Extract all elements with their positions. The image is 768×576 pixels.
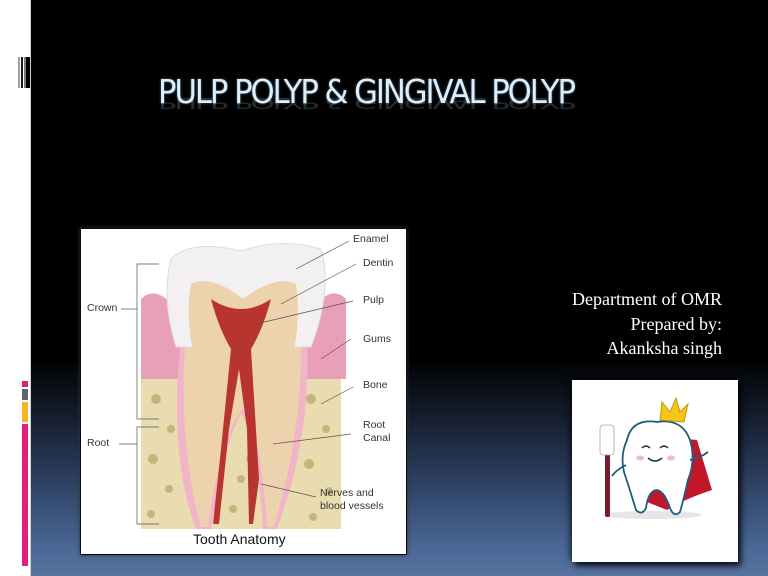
slide-edge-divider [30, 0, 31, 576]
label-root: Root [87, 437, 110, 449]
cartoon-tooth-with-crown-illustration [599, 396, 712, 519]
department-text: Department of OMR [572, 289, 722, 309]
accent-pink-small [22, 381, 28, 387]
tooth-cross-section-illustration [119, 240, 357, 529]
label-nerves-line1: Nerves and [320, 487, 374, 499]
diagram-caption: Tooth Anatomy [193, 531, 286, 547]
slide-title-reflection: PULP POLYP & GINGIVAL POLYP [158, 94, 574, 112]
author-name: Akanksha singh [606, 338, 723, 358]
label-gums: Gums [363, 333, 392, 345]
prepared-by-label: Prepared by: [630, 313, 722, 334]
label-nerves-line2: blood vessels [320, 500, 384, 512]
slide-title: PULP POLYP & GINGIVAL POLYP [158, 72, 576, 111]
label-dentin: Dentin [363, 257, 394, 269]
label-crown: Crown [87, 302, 118, 314]
accent-pink-tall [22, 424, 28, 566]
accent-yellow [22, 402, 28, 422]
label-bone: Bone [363, 379, 388, 391]
cartoon-tooth-image [572, 380, 738, 562]
accent-gray [22, 389, 28, 400]
presentation-credits: Department of OMR Prepared by: Akanksha … [572, 287, 722, 361]
label-enamel: Enamel [353, 233, 389, 245]
label-root-canal-line1: Root [363, 419, 386, 431]
label-pulp: Pulp [363, 294, 385, 306]
tooth-anatomy-image: Enamel Dentin Pulp Gums Bone Root Canal … [80, 228, 407, 555]
label-root-canal-line2: Canal [363, 432, 391, 444]
